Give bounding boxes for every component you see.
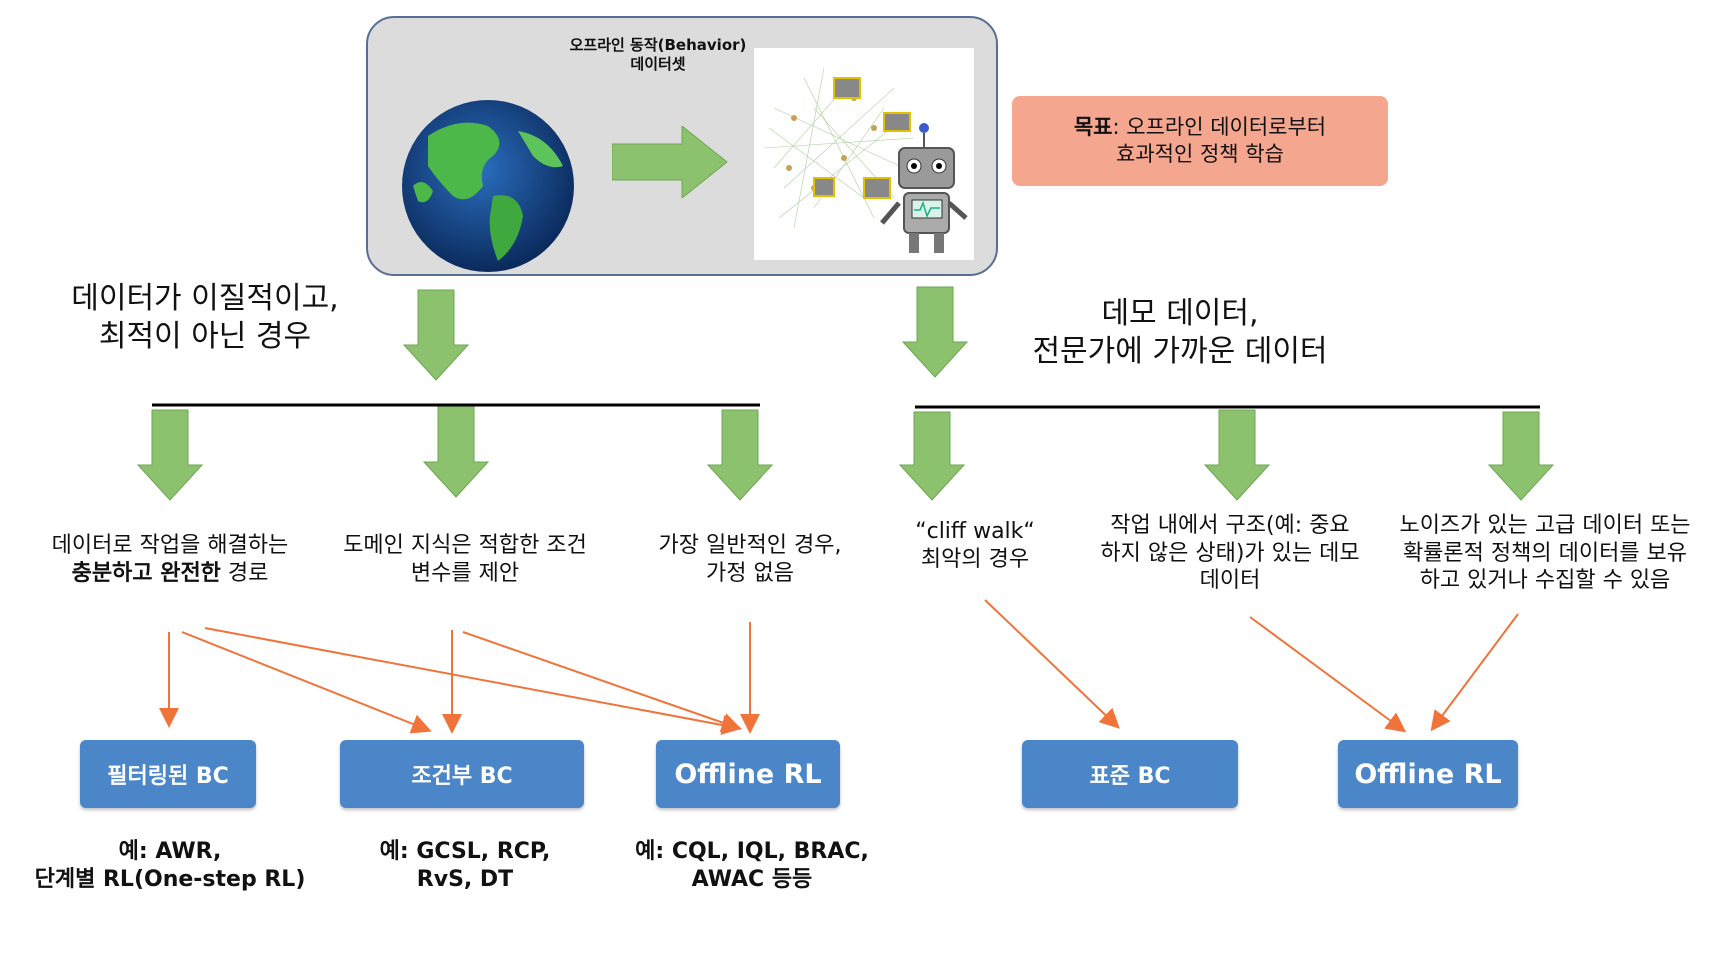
case-c3-line1: 가장 일반적인 경우, — [658, 533, 842, 558]
right-arrow-icon — [612, 126, 728, 198]
dataset-panel: 오프라인 동작(Behavior) 데이터셋 — [366, 16, 998, 276]
goal-line1: 목표: 오프라인 데이터로부터 — [1074, 114, 1326, 141]
offline-rl-right-box: Offline RL — [1338, 740, 1518, 808]
dataset-title-line2: 데이터셋 — [630, 54, 686, 73]
filtered-bc-box: 필터링된 BC — [80, 740, 256, 808]
case-complete-paths: 데이터로 작업을 해결하는 충분하고 완전한 경로 — [20, 532, 320, 587]
branch-right-line1: 데모 데이터, — [1101, 296, 1259, 331]
conditional-bc-box: 조건부 BC — [340, 740, 584, 808]
down-arrow-icon — [402, 289, 470, 381]
case-c4-line1: “cliff walk“ — [915, 519, 1035, 544]
case-structured-demo: 작업 내에서 구조(예: 중요 하지 않은 상태)가 있는 데모 데이터 — [1080, 512, 1380, 595]
offline-rl-left-box: Offline RL — [656, 740, 840, 808]
examples-conditional-bc: 예: GCSL, RCP, RvS, DT — [360, 838, 570, 893]
branch-left-label: 데이터가 이질적이고, 최적이 아닌 경우 — [40, 280, 370, 355]
case-c1-line2: 충분하고 완전한 경로 — [20, 560, 320, 588]
standard-bc-box: 표준 BC — [1022, 740, 1238, 808]
case-c1-line1: 데이터로 작업을 해결하는 — [51, 533, 289, 558]
down-arrow-icon — [901, 286, 969, 378]
down-arrow-icon — [1203, 409, 1271, 501]
example-e1-line2: 단계별 RL(One-step RL) — [34, 866, 306, 892]
branch-right-line2: 전문가에 가까운 데이터 — [1032, 333, 1328, 369]
example-e3-line1: 예: CQL, IQL, BRAC, — [635, 839, 869, 864]
case-c5-line1: 작업 내에서 구조(예: 중요 — [1110, 513, 1350, 538]
branch-right-label: 데모 데이터, 전문가에 가까운 데이터 — [980, 295, 1380, 370]
robot-icon — [880, 123, 968, 253]
case-domain-knowledge: 도메인 지식은 적합한 조건 변수를 제안 — [320, 532, 610, 587]
branch-left-line1: 데이터가 이질적이고, — [71, 281, 339, 316]
example-e3-line2: AWAC 등등 — [691, 866, 813, 892]
goal-label: 목표 — [1073, 114, 1113, 139]
connector-arrow — [204, 627, 742, 735]
down-arrow-icon — [422, 404, 490, 498]
example-e2-line1: 예: GCSL, RCP, — [379, 839, 551, 864]
examples-offline-rl: 예: CQL, IQL, BRAC, AWAC 등등 — [620, 838, 884, 893]
case-c6-line3: 하고 있거나 수집할 수 있음 — [1419, 568, 1671, 593]
case-c1-rest: 경로 — [220, 560, 269, 586]
dataset-title-line1: 오프라인 동작(Behavior) — [569, 36, 747, 54]
globe-icon — [402, 100, 574, 272]
case-general: 가장 일반적인 경우, 가정 없음 — [620, 532, 880, 587]
case-c5-line2: 하지 않은 상태)가 있는 데모 — [1100, 540, 1360, 566]
connector-arrow — [462, 631, 742, 733]
case-c6-line2: 확률론적 정책의 데이터를 보유 — [1402, 540, 1688, 566]
case-c2-line2: 변수를 제안 — [410, 560, 520, 586]
connector-arrow — [1430, 613, 1519, 732]
connector-arrow — [181, 631, 432, 734]
down-arrow-icon — [706, 409, 774, 501]
case-c2-line1: 도메인 지식은 적합한 조건 — [343, 533, 587, 558]
goal-text: : 오프라인 데이터로부터 — [1112, 114, 1327, 139]
example-e1-line1: 예: AWR, — [118, 839, 222, 864]
dataset-title: 오프라인 동작(Behavior) 데이터셋 — [558, 36, 758, 74]
down-arrow-icon — [898, 411, 966, 501]
network-robot-image — [754, 48, 974, 260]
examples-filtered-bc: 예: AWR, 단계별 RL(One-step RL) — [20, 838, 320, 893]
case-noisy-data: 노이즈가 있는 고급 데이터 또는 확률론적 정책의 데이터를 보유 하고 있거… — [1375, 512, 1715, 595]
case-cliff-walk: “cliff walk“ 최악의 경우 — [880, 518, 1070, 573]
branch-left-line2: 최적이 아닌 경우 — [98, 318, 312, 354]
case-c5-line3: 데이터 — [1199, 568, 1261, 593]
goal-box: 목표: 오프라인 데이터로부터 효과적인 정책 학습 — [1012, 96, 1388, 186]
down-arrow-icon — [136, 409, 204, 501]
connector-arrow — [1249, 616, 1407, 733]
goal-line2: 효과적인 정책 학습 — [1116, 142, 1284, 166]
case-c1-bold: 충분하고 완전한 — [71, 560, 221, 586]
connector-arrow — [984, 599, 1120, 729]
case-c4-line2: 최악의 경우 — [920, 546, 1030, 572]
case-c3-line2: 가정 없음 — [706, 560, 794, 586]
case-c6-line1: 노이즈가 있는 고급 데이터 또는 — [1399, 513, 1691, 538]
down-arrow-icon — [1487, 411, 1555, 501]
example-e2-line2: RvS, DT — [416, 866, 514, 892]
